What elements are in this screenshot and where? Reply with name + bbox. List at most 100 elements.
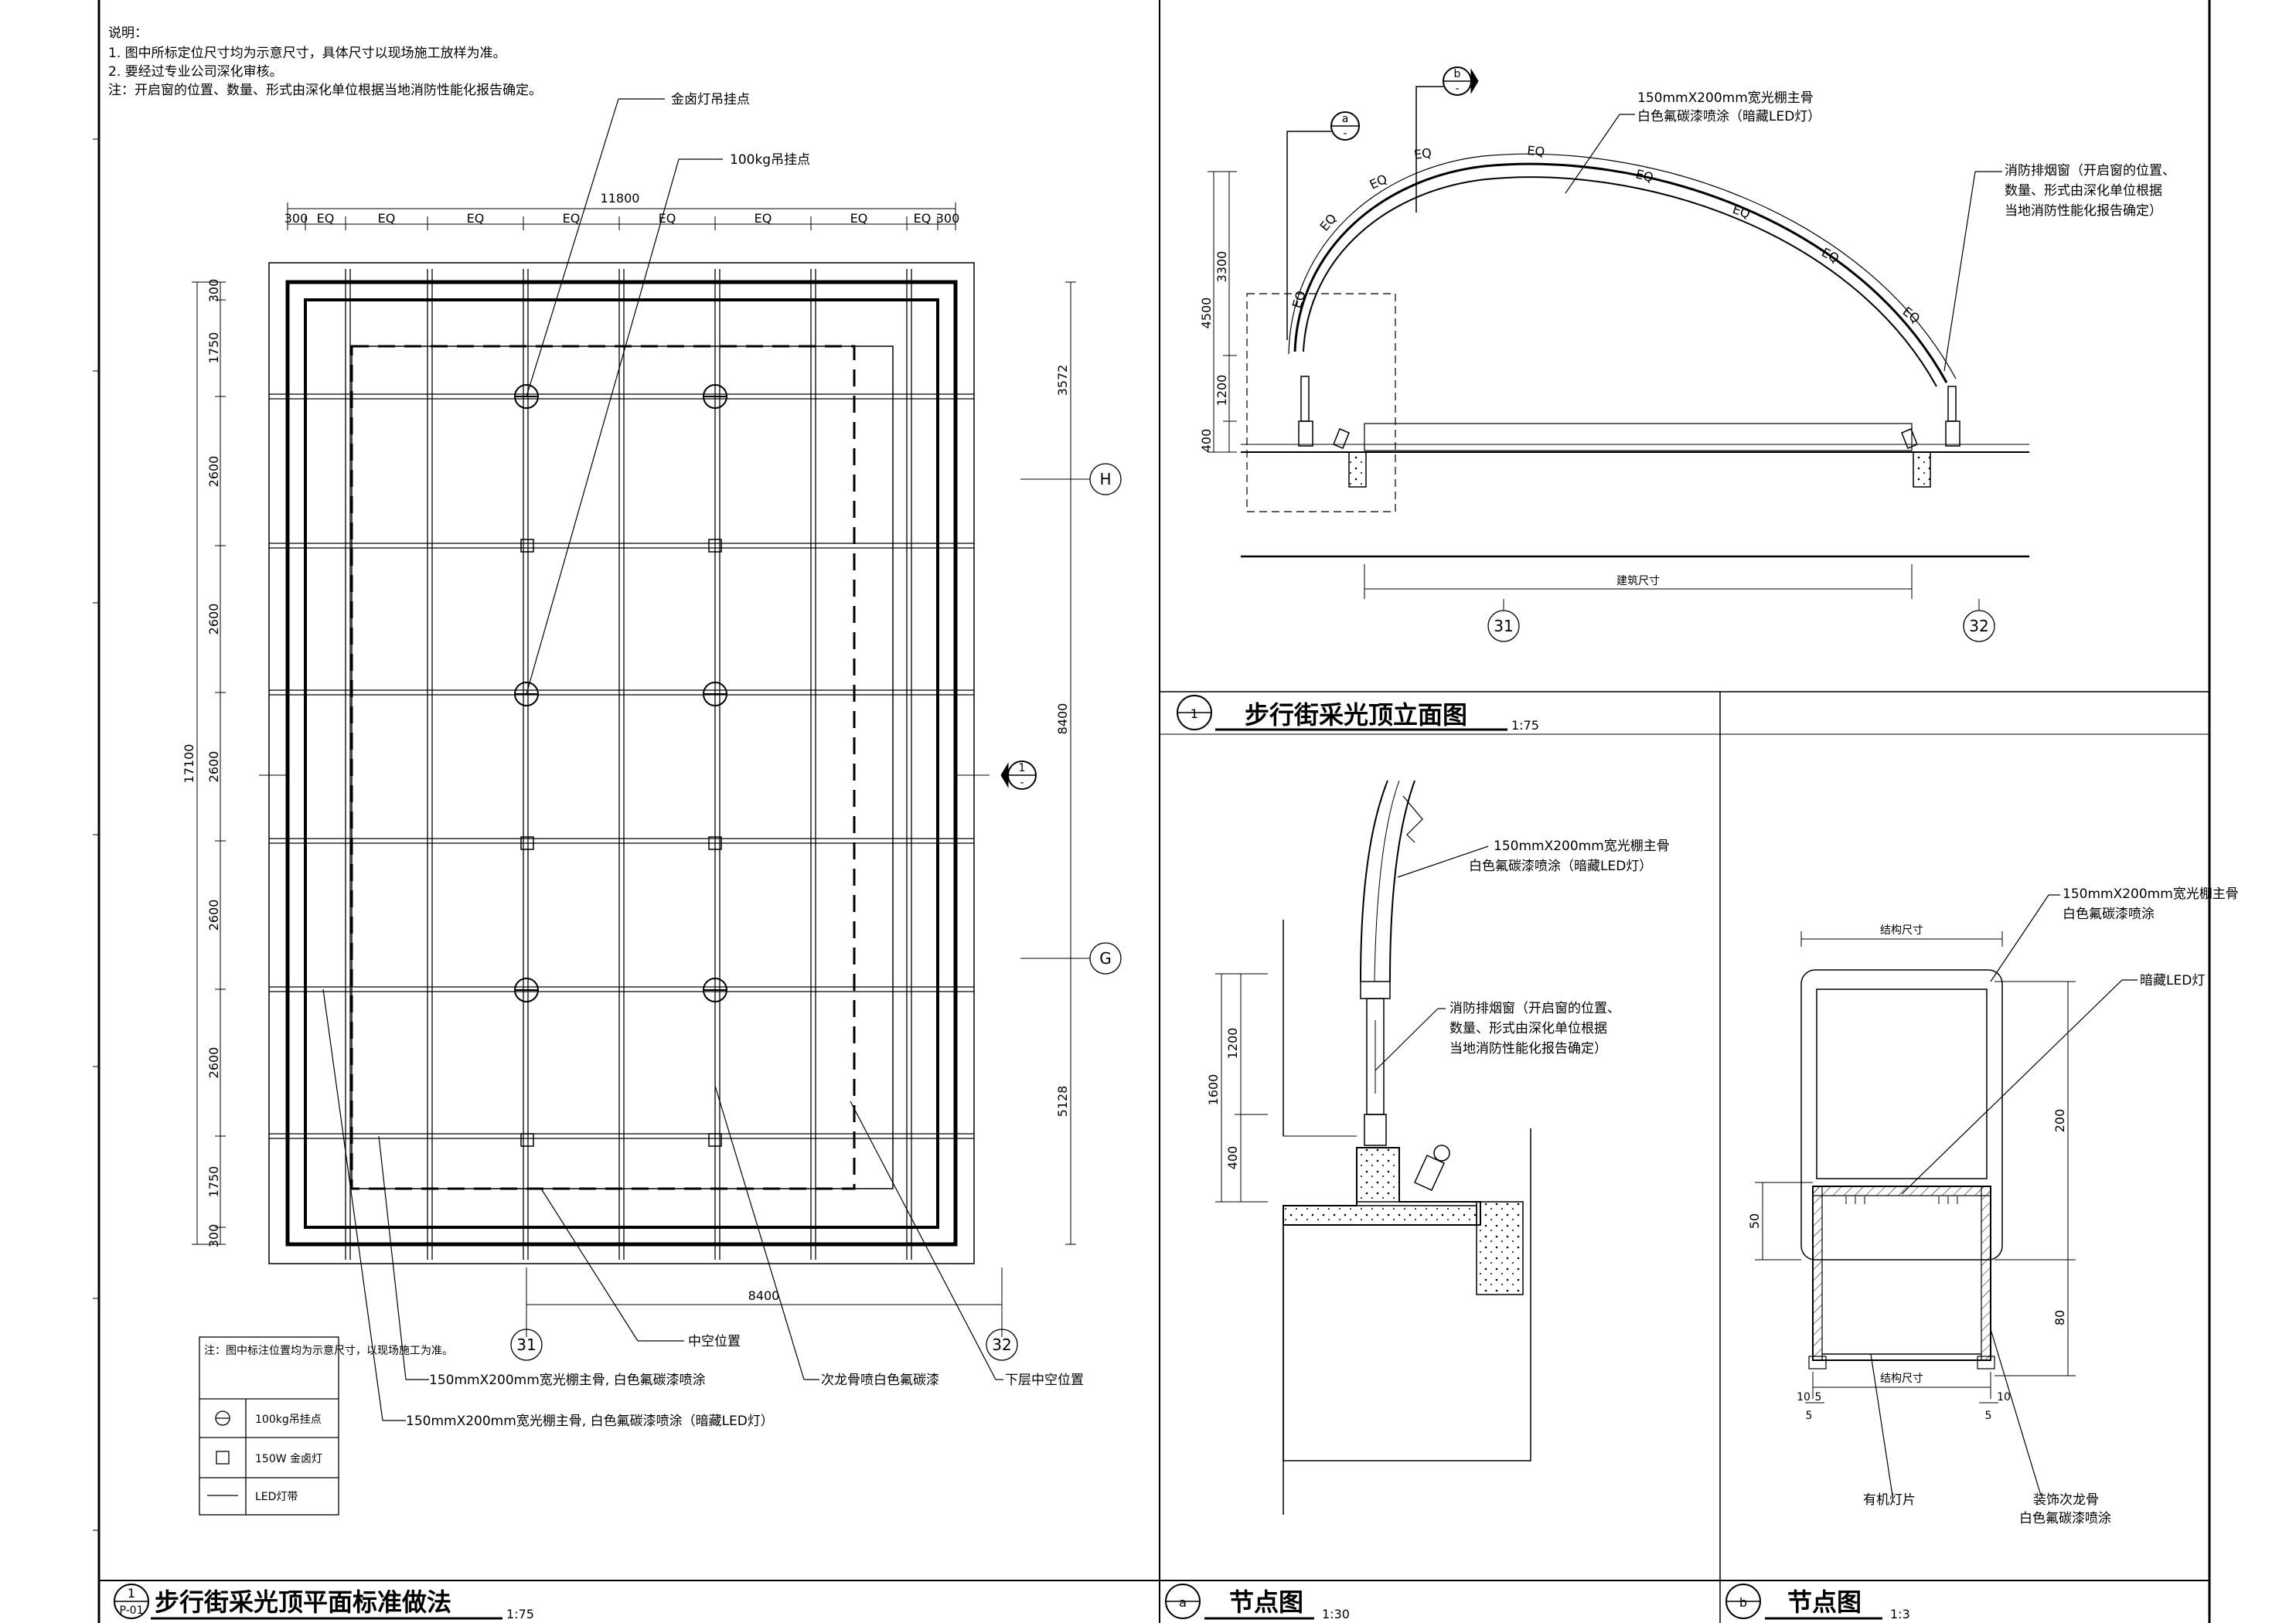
elevation-left-dims [1208,171,1237,453]
elevation-title-block [1177,695,1507,731]
plan-view [114,98,1122,1620]
node-a-callout-vent-3: 当地消防性能化报告确定） [1449,1041,1607,1056]
elevation-mark-b [1415,66,1479,213]
elev-dim-1200: 1200 [1214,375,1229,407]
node-b-dim-10b: 10 [1997,1391,2011,1404]
notes-heading: 说明： [108,26,148,41]
node-b-dim-80: 80 [2052,1310,2067,1325]
plan-title-block [114,1584,502,1620]
dim-right-seg-2: 8400 [1055,703,1070,735]
plan-grid-h-bubble [1089,463,1122,495]
dim-right-seg-3: 5128 [1055,1086,1070,1118]
general-notes: 说明： 1. 图中所标定位尺寸均为示意尺寸，具体尺寸以现场施工放样为准。 2. … [108,26,542,98]
notes-line-3: 注：开启窗的位置、数量、形式由深化单位根据当地消防性能化报告确定。 [108,83,542,98]
elevation-labels: 150mmX200mm宽光棚主骨 白色氟碳漆喷涂（暗藏LED灯） 消防排烟窗（开… [1191,68,2175,733]
legend-item-2: 150W 金卤灯 [255,1453,322,1465]
dim-top-seg-10: 300 [936,211,960,226]
elevation-arch-outer [1293,162,1948,383]
elevation-arch-top [1288,153,1957,379]
elev-dim-4500: 4500 [1199,298,1214,329]
node-a-title-mark: a [1179,1595,1187,1610]
node-b-dim-50: 50 [1747,1213,1762,1229]
plan-horizontal-members [269,393,974,1139]
elev-mark-a-sub: - [1343,128,1347,140]
elev-callout-vent-3: 当地消防性能化报告确定） [2005,203,2162,219]
node-a-dim-400: 400 [1225,1146,1240,1170]
dim-top-seg-4: EQ [467,211,485,226]
plan-bottom-dimension [526,1267,1003,1337]
node-a-callout-vent-2: 数量、形式由深化单位根据 [1449,1021,1607,1036]
callout-void: 中空位置 [688,1334,741,1349]
section-mark-number: 1 [1019,762,1026,774]
callout-main-keel-led: 150mmX200mm宽光棚主骨, 白色氟碳漆喷涂（暗藏LED灯） [406,1414,774,1429]
legend-item-3: LED灯带 [255,1491,298,1503]
elevation-bottom-dim [1364,564,1980,611]
node-b-callout-lamp: 有机灯片 [1863,1492,1916,1508]
dim-left-seg-6: 2600 [206,900,221,931]
dim-bottom: 8400 [748,1288,780,1303]
node-a-title: 节点图 [1229,1587,1303,1617]
dim-left-seg-8: 1750 [206,1166,221,1198]
dim-left-seg-7: 2600 [206,1047,221,1079]
elevation-view [1177,66,2029,731]
callout-100kg-hang: 100kg吊挂点 [730,152,810,168]
legend-item-1: 100kg吊挂点 [255,1414,322,1426]
legend-top-note: 注：图中标注位置均为示意尺寸，以现场施工为准。 [204,1344,453,1357]
elev-mark-b: b [1454,68,1461,80]
grid-31-label: 31 [516,1335,536,1354]
dim-right-seg-1: 3572 [1055,365,1070,396]
notes-line-1: 1. 图中所标定位尺寸均为示意尺寸，具体尺寸以现场施工放样为准。 [108,46,506,61]
node-b-main-keel [1800,969,2003,1261]
node-b-dim-5-left: 5 [1806,1410,1813,1422]
grid-g-label: G [1099,949,1112,968]
dim-left-seg-3: 2600 [206,456,221,488]
elev-title-number: 1 [1191,706,1198,721]
elev-callout-vent-2: 数量、形式由深化单位根据 [2005,183,2162,199]
elevation-grid-31-bubble [1487,610,1520,642]
dim-top-seg-2: EQ [317,211,335,226]
elev-callout-main-1: 150mmX200mm宽光棚主骨 [1637,90,1814,106]
plan-right-dimension [956,281,1090,1245]
plan-grid-32-bubble [986,1329,1018,1361]
elev-dim-400: 400 [1199,429,1214,453]
node-b-callout-led: 暗藏LED灯 [2140,973,2205,988]
node-a-callout-vent-1: 消防排烟窗（开启窗的位置、 [1449,1001,1620,1016]
plan-leaders [322,98,1003,1421]
node-b-view [1725,894,2138,1620]
grid-h-label: H [1099,470,1111,488]
plan-hanging-points [514,384,727,1002]
plan-title-number: 1 [128,1586,135,1601]
plan-scale: 1:75 [506,1607,534,1621]
plan-lower-void [350,345,856,1190]
node-b-callout-main-2: 白色氟碳漆喷涂 [2063,907,2155,922]
elev-grid-31: 31 [1494,617,1513,635]
dim-top-seg-8: EQ [850,211,868,226]
dim-top-seg-5: EQ [563,211,581,226]
dim-top-seg-1: 300 [284,211,308,226]
node-b-callout-main-1: 150mmX200mm宽光棚主骨 [2063,886,2239,902]
node-b-title-mark: b [1739,1595,1747,1610]
node-b-dim-5a: 5 [1815,1391,1822,1404]
elev-dim-building: 建筑尺寸 [1616,575,1660,587]
plan-labels: 金卤灯吊挂点 100kg吊挂点 11800 300 EQ EQ EQ EQ EQ… [119,92,1111,1621]
node-a-callout-main-2: 白色氟碳漆喷涂（暗藏LED灯） [1469,859,1652,874]
elev-eq-5: EQ [1527,143,1545,159]
notes-line-2: 2. 要经过专业公司深化审核。 [108,64,283,80]
node-b-callout-deco-1: 装饰次龙骨 [2033,1492,2099,1508]
elev-callout-vent-1: 消防排烟窗（开启窗的位置、 [2005,163,2175,179]
dim-left-seg-5: 2600 [206,751,221,783]
plan-top-dimension [287,202,956,230]
plan-halide-lights [520,539,722,1147]
node-b-scale: 1:3 [1890,1607,1910,1621]
elev-grid-32: 32 [1969,617,1988,635]
plan-void-outline [351,345,894,1189]
dim-left-seg-4: 2600 [206,604,221,635]
dim-left-seg-1: 300 [206,279,221,303]
plan-outer-boundary [268,262,975,1264]
callout-light-hang: 金卤灯吊挂点 [671,92,750,107]
elevation-arch-inner [1303,176,1937,387]
node-a-dim-1200: 1200 [1225,1028,1240,1060]
plan-grid-31-bubble [510,1329,543,1361]
elev-mark-b-sub: - [1455,83,1459,95]
elev-eq-7: EQ [1731,202,1753,222]
